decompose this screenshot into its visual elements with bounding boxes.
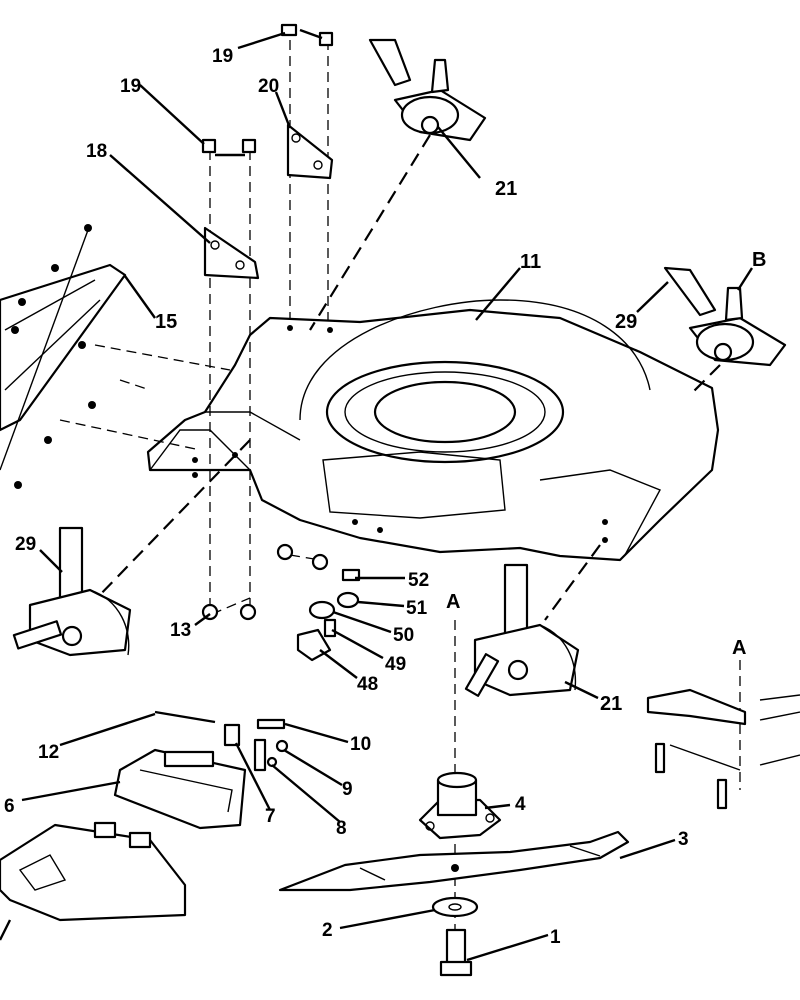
mower-deck-part-11 (146, 299, 720, 562)
callout-6: 6 (4, 796, 15, 817)
callout-29-left: 29 (15, 534, 36, 555)
callout-49: 49 (385, 654, 406, 675)
fastener-part-51 (336, 591, 360, 609)
callout-21-bottom: 21 (600, 693, 622, 715)
rear-flap (0, 821, 187, 941)
washer-part-2 (431, 896, 479, 918)
callout-29-right: 29 (615, 311, 637, 333)
callout-labels: 19 19 20 18 21 11 B 29 15 29 13 52 51 50… (4, 46, 766, 948)
height-adjuster-part-29-right (663, 266, 787, 367)
height-adjuster-part-21-bottom (464, 563, 580, 697)
callout-48: 48 (357, 674, 378, 695)
fastener-part-50 (308, 600, 336, 620)
washer-part-9 (275, 739, 289, 753)
fastener-part-49 (323, 618, 337, 638)
callout-2: 2 (322, 920, 333, 941)
callout-8: 8 (336, 818, 347, 839)
mulch-plug-part-6 (113, 748, 247, 830)
screw-part-10 (256, 718, 286, 768)
pin-part-8 (253, 738, 267, 772)
callout-19-left: 19 (120, 76, 141, 97)
callout-18: 18 (86, 141, 107, 162)
callout-11: 11 (520, 251, 541, 273)
height-adjuster-part-21-top (368, 38, 487, 142)
callout-51: 51 (406, 598, 428, 619)
callout-7: 7 (265, 806, 276, 827)
callout-a-right: A (732, 637, 746, 659)
bolt-part-19 (201, 23, 334, 154)
callout-1: 1 (550, 927, 561, 948)
rod-part-12 (154, 710, 216, 724)
callout-4: 4 (515, 794, 526, 815)
height-adjuster-part-29-left (12, 526, 132, 657)
callout-13: 13 (170, 620, 191, 641)
callout-b: B (752, 249, 766, 271)
leader-lines (21, 28, 754, 962)
callout-9: 9 (342, 779, 353, 800)
blade-part-3 (278, 830, 630, 892)
callout-3: 3 (678, 829, 689, 850)
callout-a-center: A (446, 591, 460, 613)
callout-21-top: 21 (495, 178, 517, 200)
bolt-part-1 (439, 928, 473, 977)
callout-19-top: 19 (212, 46, 233, 67)
fastener-part-52 (341, 568, 361, 582)
callout-10: 10 (350, 734, 371, 755)
spring-part-7 (223, 723, 241, 747)
callout-50: 50 (393, 625, 414, 646)
callout-15: 15 (155, 311, 177, 333)
callout-52: 52 (408, 570, 429, 591)
detail-a-view (646, 688, 800, 810)
nut-part-13 (201, 543, 329, 621)
bracket-part-18 (203, 226, 260, 280)
blade-adapter-part-4 (418, 771, 502, 840)
callout-12: 12 (38, 742, 59, 763)
side-rail-part-15 (0, 224, 127, 489)
callout-20: 20 (258, 76, 279, 97)
bracket-part-20 (286, 123, 334, 180)
